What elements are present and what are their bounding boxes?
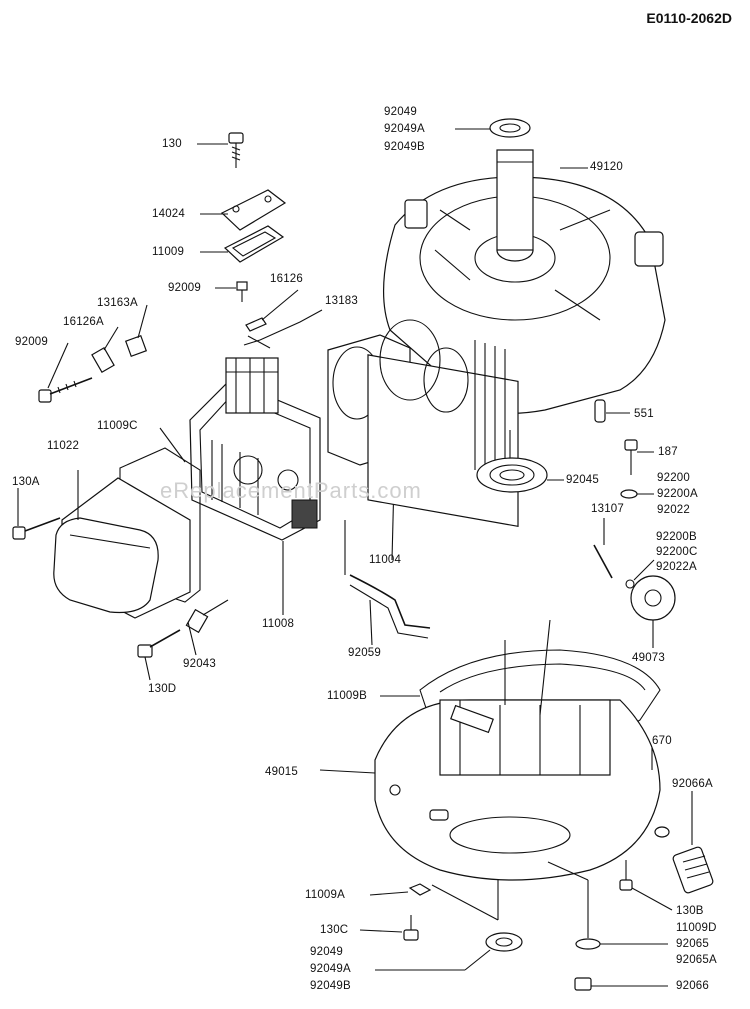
gasket-11009 xyxy=(200,225,285,263)
part-label: 92200B xyxy=(656,531,697,543)
part-label: 670 xyxy=(652,735,672,747)
part-label: 13183 xyxy=(325,295,358,307)
part-label: 92065 xyxy=(676,938,709,950)
bolt-130-top xyxy=(197,132,244,168)
part-label: 92049B xyxy=(310,980,351,992)
part-label: 92200 xyxy=(657,472,690,484)
diagram-code: E0110-2062D xyxy=(646,10,732,26)
part-label: 92049A xyxy=(310,963,351,975)
part-label: 130B xyxy=(676,905,704,917)
part-label: 49015 xyxy=(265,766,298,778)
part-label: 13163A xyxy=(97,297,138,309)
part-label: 92009 xyxy=(15,336,48,348)
part-label: 11009 xyxy=(152,246,185,258)
part-label: 11008 xyxy=(262,618,295,630)
part-label: 92200C xyxy=(656,546,698,558)
part-label: 130C xyxy=(320,924,349,936)
part-label: 130 xyxy=(162,138,182,150)
bearing-92045 xyxy=(476,430,564,493)
plate-14024 xyxy=(200,189,287,231)
part-label: 92200A xyxy=(657,488,698,500)
part-label: 14024 xyxy=(152,208,185,220)
part-label: 92049B xyxy=(384,141,425,153)
part-label: 16126 xyxy=(270,273,303,285)
part-label: 11004 xyxy=(369,554,402,566)
watermark: eReplacementParts.com xyxy=(160,478,422,503)
part-label: 92066 xyxy=(676,980,709,992)
part-label: 92049A xyxy=(384,123,425,135)
part-label: 187 xyxy=(658,446,678,458)
part-label: 92043 xyxy=(183,658,216,670)
part-label: 92059 xyxy=(348,647,381,659)
part-label: 130D xyxy=(148,683,177,695)
part-label: 11009B xyxy=(327,690,367,702)
part-label: 49120 xyxy=(590,161,623,173)
part-label: 130A xyxy=(12,476,40,488)
part-label: 11009D xyxy=(676,922,717,934)
part-label: 11009C xyxy=(97,420,138,432)
part-label: 92066A xyxy=(672,778,713,790)
governor-gear-49073 xyxy=(593,518,676,648)
part-label: 13107 xyxy=(591,503,624,515)
part-label: 92049 xyxy=(310,946,343,958)
part-label: 16126A xyxy=(63,316,104,328)
part-label: 92022A xyxy=(656,561,697,573)
part-label: 92009 xyxy=(168,282,201,294)
part-label: 92065A xyxy=(676,954,717,966)
valve-cover-11022 xyxy=(53,470,191,619)
part-label: 551 xyxy=(634,408,654,420)
part-label: 92045 xyxy=(566,474,599,486)
crankcase-49120 xyxy=(367,149,666,528)
part-label: 49073 xyxy=(632,652,665,664)
cylinder-head-11008 xyxy=(189,357,321,615)
part-label: 92022 xyxy=(657,504,690,516)
part-label: 92049 xyxy=(384,106,417,118)
part-label: 11022 xyxy=(47,440,80,452)
oil-pan-49015 xyxy=(319,619,661,881)
part-label: 11009A xyxy=(305,889,345,901)
